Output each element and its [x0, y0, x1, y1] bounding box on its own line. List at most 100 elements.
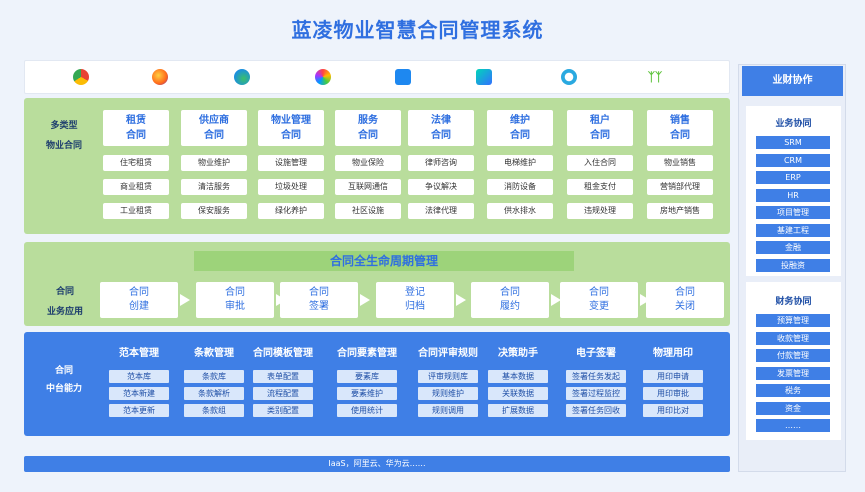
platform-label: 合同 中台能力 [28, 362, 100, 398]
lifecycle-step-line2: 创建 [129, 301, 149, 312]
contract-subtype: 互联网通信 [335, 179, 401, 195]
capability-item: 要素维护 [337, 387, 397, 400]
capability-item: 扩展数据 [488, 404, 548, 417]
contract-subtype: 电梯维护 [487, 155, 553, 171]
contract-types-label-line1: 多类型 [50, 121, 78, 131]
wecom-icon [561, 69, 577, 85]
capability-item: 用印申请 [643, 370, 703, 383]
contract-subtype: 社区设施 [335, 203, 401, 219]
contract-type-title: 物业管理合同 [258, 110, 324, 146]
capability-item: 规则维护 [418, 387, 478, 400]
contract-type-title-line1: 法律 [431, 115, 451, 126]
collab-header: 业财协作 [742, 66, 843, 96]
lifecycle-step: 合同创建 [100, 282, 178, 318]
capability-item: 范本库 [109, 370, 169, 383]
contract-subtype: 消防设备 [487, 179, 553, 195]
lifecycle-step: 合同关闭 [646, 282, 724, 318]
finance-collab-item: 资金 [756, 401, 830, 415]
capability-title: 物理用印 [653, 348, 693, 359]
capability-item: 表单配置 [253, 370, 313, 383]
lifecycle-step-line1: 合同 [129, 287, 149, 298]
lifecycle-step-line2: 签署 [309, 301, 329, 312]
lifecycle-step-line1: 合同 [589, 287, 609, 298]
capability-item: 类别配置 [253, 404, 313, 417]
contract-subtype: 物业维护 [181, 155, 247, 171]
page-title: 蓝凌物业智慧合同管理系统 [291, 18, 544, 42]
contract-types-label: 多类型 物业合同 [32, 116, 96, 156]
capability-item: 条款解析 [184, 387, 244, 400]
lifecycle-step: 合同审批 [196, 282, 274, 318]
business-collab-item: HR [756, 188, 830, 202]
contract-type-title: 销售合同 [647, 110, 713, 146]
lifecycle-step-line1: 合同 [675, 287, 695, 298]
finance-collab-item: 预算管理 [756, 314, 830, 327]
contract-type-title: 维护合同 [487, 110, 553, 146]
contract-type-title-line2: 合同 [431, 130, 451, 141]
finance-collab-title: 财务协同 [775, 297, 812, 307]
lifecycle-step-line2: 归档 [405, 301, 425, 312]
contract-type-title: 法律合同 [408, 110, 474, 146]
capability-item: 流程配置 [253, 387, 313, 400]
contract-type-title-line1: 销售 [670, 115, 690, 126]
lifecycle-label-line2: 业务应用 [46, 307, 83, 317]
contract-subtype: 违规处理 [567, 203, 633, 219]
arrow-right-icon [456, 294, 466, 306]
contract-subtype: 营销部代理 [647, 179, 713, 195]
capability-item: 条款库 [184, 370, 244, 383]
capability-item: 关联数据 [488, 387, 548, 400]
contract-type-title-line2: 合同 [358, 130, 378, 141]
capability-item: 范本新建 [109, 387, 169, 400]
capability-title: 决策助手 [498, 348, 538, 359]
arrow-right-icon [551, 294, 561, 306]
contract-subtype: 工业租赁 [103, 203, 169, 219]
contract-type-title: 租户合同 [567, 110, 633, 146]
contract-subtype: 绿化养护 [258, 203, 324, 219]
business-collab-title: 业务协同 [775, 119, 812, 129]
lifecycle-step: 合同签署 [280, 282, 358, 318]
platform-label-line1: 合同 [54, 366, 73, 376]
contract-subtype: 法律代理 [408, 203, 474, 219]
contract-type-title-line2: 合同 [590, 130, 610, 141]
capability-item: 规则调用 [418, 404, 478, 417]
lifecycle-step-line1: 合同 [500, 287, 520, 298]
contract-subtype: 垃圾处理 [258, 179, 324, 195]
capability-item: 条款组 [184, 404, 244, 417]
contract-subtype: 住宅租赁 [103, 155, 169, 171]
finance-collab-item: 收款管理 [756, 331, 830, 345]
finance-collab-item: 发票管理 [756, 366, 830, 380]
contract-type-title-line1: 服务 [358, 115, 378, 126]
business-collab-item: 金融 [756, 241, 830, 254]
contract-subtype: 房地产销售 [647, 203, 713, 219]
contract-subtype: 清洁服务 [181, 179, 247, 195]
contract-type-title: 供应商合同 [181, 110, 247, 146]
contract-subtype: 租金支付 [567, 179, 633, 195]
capability-item: 基本数据 [488, 370, 548, 383]
kingdee-icon: ᛉᛉ [647, 70, 663, 84]
contract-type-title-line1: 租户 [590, 115, 610, 126]
contract-subtype: 设施管理 [258, 155, 324, 171]
edge-icon [234, 69, 250, 85]
capability-item: 使用统计 [337, 404, 397, 417]
capability-title: 范本管理 [119, 348, 159, 359]
capability-title: 合同评审规则 [418, 348, 478, 359]
arrow-right-icon [180, 294, 190, 306]
contract-subtype: 入住合同 [567, 155, 633, 171]
lifecycle-step-line1: 登记 [405, 287, 425, 298]
contract-subtype: 律师咨询 [408, 155, 474, 171]
lifecycle-step: 登记归档 [376, 282, 454, 318]
capability-item: 签署任务发起 [566, 370, 626, 383]
contract-type-title-line2: 合同 [126, 130, 146, 141]
contract-type-title-line1: 物业管理 [271, 115, 311, 126]
capability-title: 条款管理 [194, 348, 234, 359]
contract-type-title-line2: 合同 [510, 130, 530, 141]
iaas-bar: IaaS，阿里云、华为云…… [24, 456, 730, 472]
capability-item: 用印审批 [643, 387, 703, 400]
arrow-right-icon [640, 294, 650, 306]
business-collab-item: 投融资 [756, 258, 830, 272]
lifecycle-label: 合同 业务应用 [30, 282, 100, 322]
lifecycle-step-line1: 合同 [309, 287, 329, 298]
contract-subtype: 供水排水 [487, 203, 553, 219]
contract-type-title-line1: 维护 [510, 115, 530, 126]
lifecycle-step: 合同变更 [560, 282, 638, 318]
platform-label-line2: 中台能力 [45, 384, 82, 394]
